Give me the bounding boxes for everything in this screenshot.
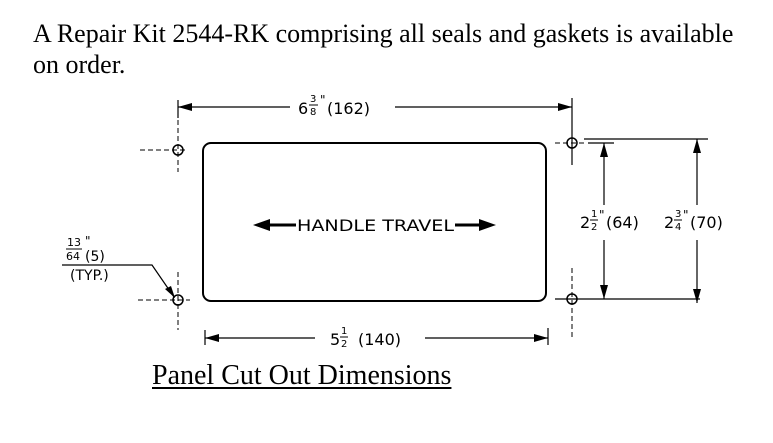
hole-size-num: 13 <box>67 236 81 249</box>
mounting-hole-bottom-left <box>138 272 190 330</box>
top-dim-num: 3 <box>310 94 316 105</box>
mounting-hole-top-left <box>140 120 188 172</box>
inner-dim-metric: (64) <box>606 213 639 232</box>
top-dimension <box>177 100 572 118</box>
top-dim-whole: 6 <box>298 99 308 118</box>
mounting-hole-top-right <box>555 98 585 165</box>
hole-size-den: 64 <box>66 250 80 263</box>
inner-height-dimension <box>588 142 614 299</box>
outer-dim-metric: (70) <box>690 213 723 232</box>
top-dim-unit: " <box>320 93 326 107</box>
drawing-caption: Panel Cut Out Dimensions <box>152 360 452 391</box>
bottom-dim-metric: (140) <box>358 330 401 349</box>
hole-size-typ: (TYP.) <box>70 268 109 284</box>
inner-dim-den: 2 <box>591 222 597 233</box>
outer-dim-unit: " <box>683 208 689 222</box>
cutout-outline <box>202 142 547 302</box>
bottom-dim-num: 1 <box>341 326 347 337</box>
top-dim-metric: (162) <box>327 99 370 118</box>
bottom-dim-den: 2 <box>341 339 347 350</box>
inner-dim-num: 1 <box>591 209 597 220</box>
outer-height-dimension <box>584 138 708 303</box>
handle-travel-label: HANDLE TRAVEL <box>297 216 454 235</box>
inner-dim-unit: " <box>599 208 605 222</box>
outer-dim-whole: 2 <box>664 213 674 232</box>
mounting-hole-bottom-right <box>555 268 700 340</box>
hole-size-metric: (5) <box>85 249 105 265</box>
outer-dim-num: 3 <box>675 209 681 220</box>
top-dim-den: 8 <box>310 107 316 118</box>
bottom-dim-whole: 5 <box>330 330 340 349</box>
repair-kit-note: A Repair Kit 2544-RK comprising all seal… <box>33 19 734 79</box>
hole-callout-leader <box>62 264 175 298</box>
outer-dim-den: 4 <box>675 222 681 233</box>
inner-dim-whole: 2 <box>580 213 590 232</box>
bottom-dimension <box>204 328 549 345</box>
hole-size-unit: " <box>85 234 91 248</box>
handle-travel-arrows <box>253 219 496 231</box>
